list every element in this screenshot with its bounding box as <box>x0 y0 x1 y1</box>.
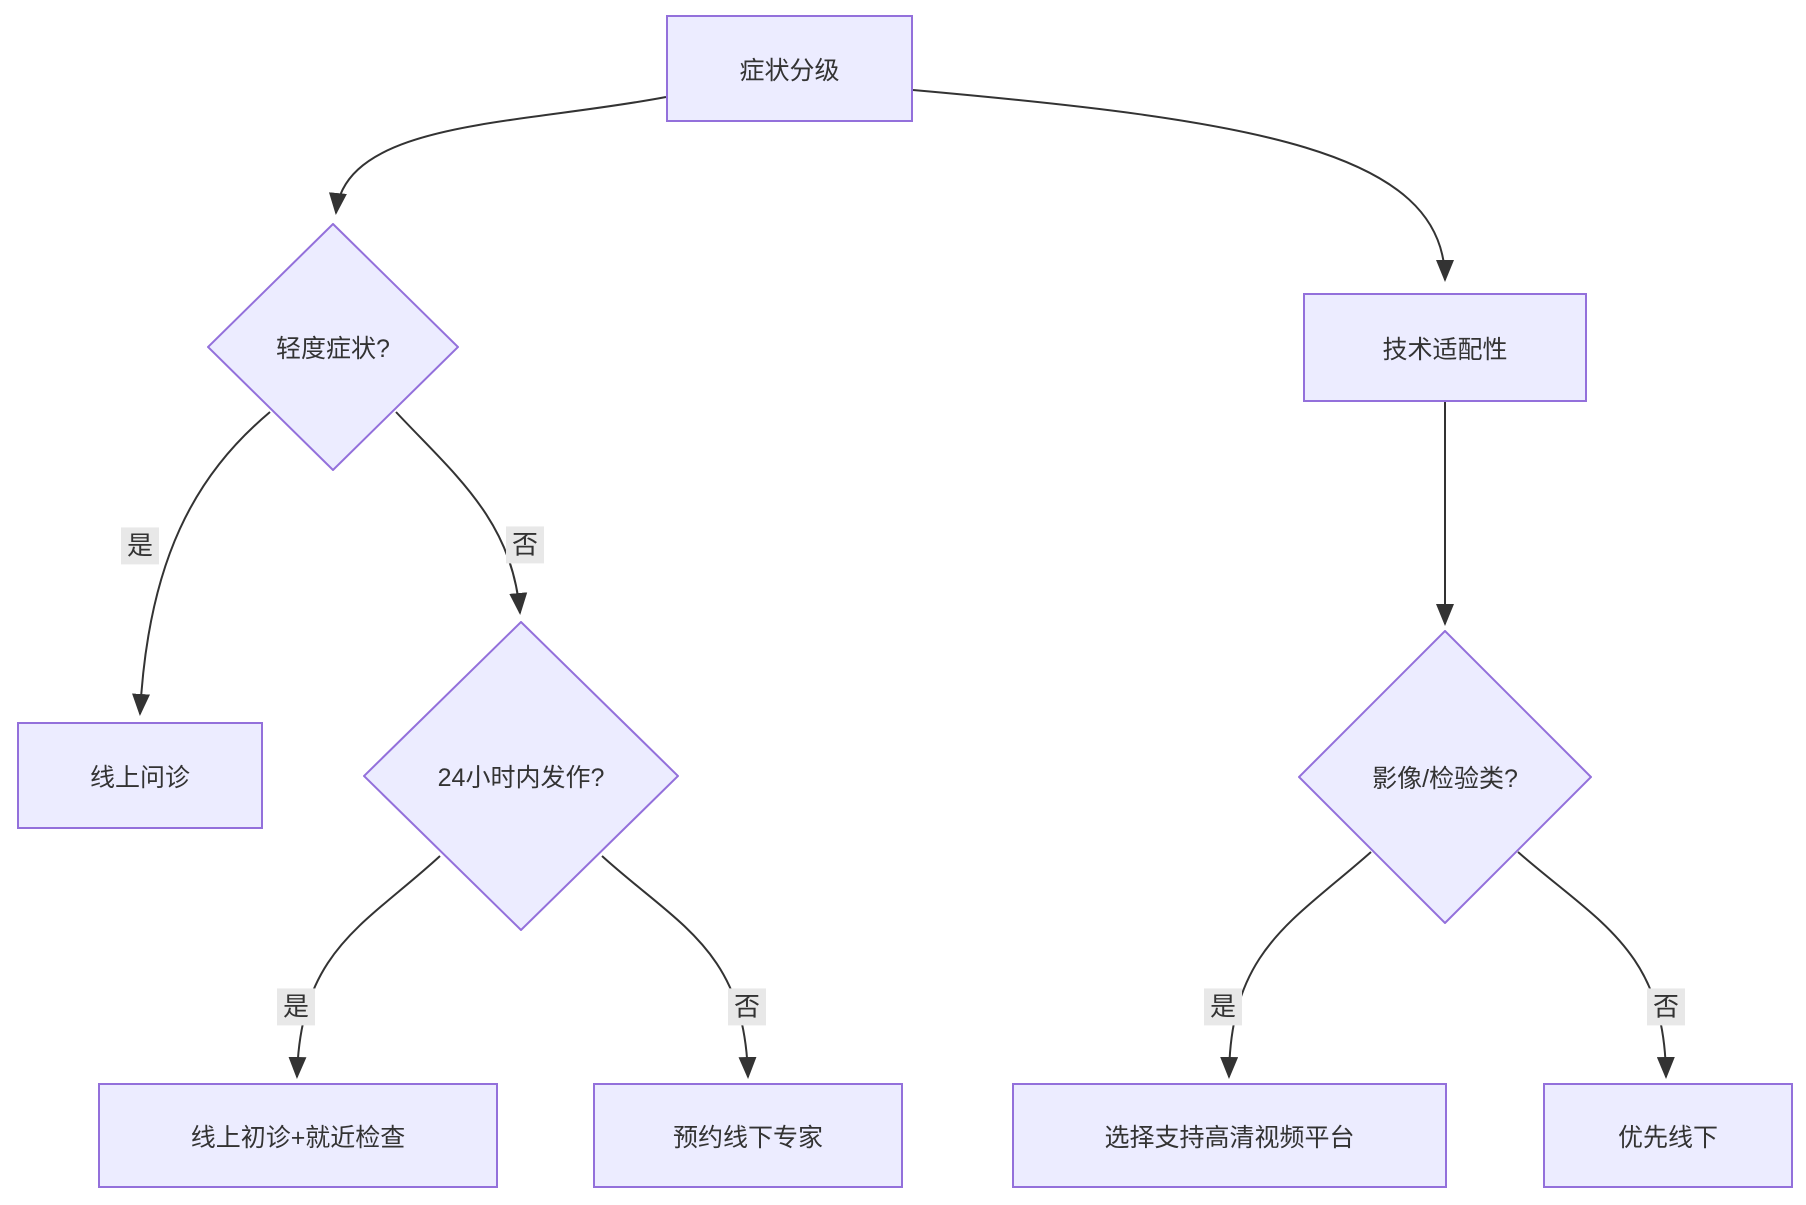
edge-onset24-no-to-offline-expert <box>601 855 757 1079</box>
edge-label-onset24-yes: 是 <box>276 988 316 1026</box>
diamond-shape <box>1298 630 1592 924</box>
diamond-shape <box>207 223 459 471</box>
edge-label-mild-yes: 是 <box>120 527 160 565</box>
node-imaging-lab-label: 影像/检验类? <box>1372 765 1518 793</box>
node-hd-video-platform-label: 选择支持高清视频平台 <box>1104 1123 1355 1152</box>
edge-root-to-tech-fit <box>912 89 1454 282</box>
node-online-consult-label: 线上问诊 <box>89 763 190 792</box>
diamond-polygon <box>363 621 679 931</box>
node-mild-symptom-label: 轻度症状? <box>276 335 390 363</box>
diamond-polygon <box>1298 630 1592 924</box>
edge-label-imaging-no: 否 <box>1646 988 1686 1026</box>
edge-onset24-yes-to-first-visit <box>288 855 441 1079</box>
edge-imaging-yes-to-hd-platform <box>1220 851 1372 1079</box>
node-symptom-grading-label: 症状分级 <box>739 56 840 85</box>
node-mild-symptom: 轻度症状? <box>207 223 459 471</box>
node-offline-first: 优先线下 <box>1543 1083 1793 1188</box>
node-online-first-visit-nearby-check-label: 线上初诊+就近检查 <box>190 1123 406 1152</box>
node-online-consult: 线上问诊 <box>17 722 263 829</box>
diamond-shape <box>363 621 679 931</box>
node-book-offline-expert: 预约线下专家 <box>593 1083 903 1188</box>
diamond-polygon <box>207 223 459 471</box>
node-onset-24h: 24小时内发作? <box>363 621 679 931</box>
node-book-offline-expert-label: 预约线下专家 <box>672 1123 823 1152</box>
node-imaging-lab: 影像/检验类? <box>1298 630 1592 924</box>
node-tech-fit-label: 技术适配性 <box>1382 335 1508 364</box>
edge-mild-no-to-onset24 <box>395 411 528 615</box>
edge-imaging-no-to-offline-first <box>1517 851 1675 1079</box>
node-online-first-visit-nearby-check: 线上初诊+就近检查 <box>98 1083 498 1188</box>
edge-label-mild-no: 否 <box>505 526 545 564</box>
node-hd-video-platform: 选择支持高清视频平台 <box>1012 1083 1447 1188</box>
node-tech-fit: 技术适配性 <box>1303 293 1587 402</box>
edge-label-onset24-no: 否 <box>727 988 767 1026</box>
node-onset-24h-label: 24小时内发作? <box>437 764 605 792</box>
edge-label-imaging-yes: 是 <box>1203 988 1243 1026</box>
edge-root-to-mild-symptom <box>329 96 667 215</box>
node-symptom-grading: 症状分级 <box>666 15 913 122</box>
edge-mild-yes-to-online-consult <box>132 411 271 716</box>
node-offline-first-label: 优先线下 <box>1617 1123 1718 1152</box>
